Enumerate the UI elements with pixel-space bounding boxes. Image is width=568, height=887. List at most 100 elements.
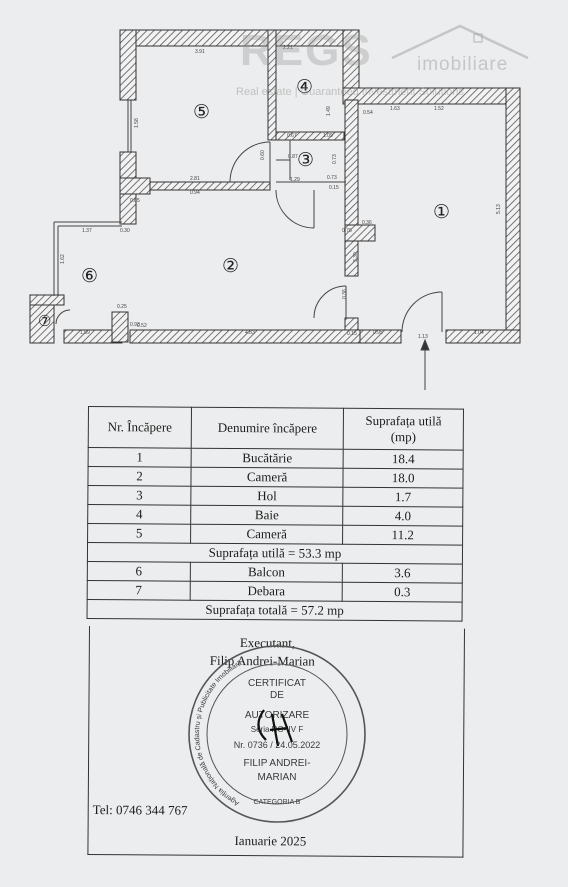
room-number: 4 bbox=[87, 504, 191, 525]
dim-label: 1.04 bbox=[474, 330, 484, 336]
brand-suffix: imobiliare bbox=[417, 54, 509, 75]
table-row: 4 Baie 4.0 bbox=[87, 504, 463, 527]
room-number: 7 bbox=[87, 580, 191, 601]
executant-phone: Tel: 0746 344 767 bbox=[92, 802, 188, 818]
room-label-7: ⑦ bbox=[38, 313, 51, 330]
stamp-line: FILIP ANDREI- bbox=[243, 758, 310, 769]
dim-label: 3.91 bbox=[195, 49, 205, 55]
room-label-4: ④ bbox=[296, 77, 313, 98]
useful-area-subtotal: Suprafața utilă = 53.3 mp bbox=[87, 542, 463, 565]
room-number: 2 bbox=[87, 466, 192, 487]
room-label-5: ⑤ bbox=[193, 102, 210, 123]
room-name: Cameră bbox=[190, 524, 343, 545]
room-number: 3 bbox=[87, 485, 191, 506]
dim-label: 1.09 bbox=[323, 133, 333, 139]
dim-label: 1.59 bbox=[80, 330, 90, 336]
room-name: Hol bbox=[190, 486, 344, 507]
header-room-name: Denumire încăpere bbox=[191, 407, 344, 450]
dim-label: 0.93 bbox=[130, 322, 140, 328]
signature-icon bbox=[257, 709, 294, 747]
dim-label: 0.94 bbox=[190, 190, 200, 196]
walls bbox=[29, 29, 521, 344]
total-area: Suprafața totală = 57.2 mp bbox=[87, 599, 463, 622]
dim-label: 0.67 bbox=[287, 133, 297, 139]
dim-label: 1.29 bbox=[290, 177, 300, 183]
dim-label: 0.30 bbox=[120, 228, 130, 234]
header-area-label: Suprafața utilă bbox=[365, 412, 442, 429]
room-labels: ① ② ③ ④ ⑤ ⑥ ⑦ bbox=[38, 77, 450, 330]
dim-label: 0.73 bbox=[332, 154, 338, 164]
room-area: 0.3 bbox=[342, 582, 463, 603]
stamp-line: CERTIFICAT bbox=[248, 678, 306, 689]
brand-tagline: Real estate | Guaranteed Investment Solu… bbox=[236, 86, 464, 98]
stamp-line: DE bbox=[270, 690, 284, 701]
dim-label: 5.13 bbox=[496, 204, 502, 214]
room-name: Debara bbox=[190, 581, 343, 602]
room-label-2: ② bbox=[222, 256, 239, 277]
table-row: 5 Cameră 11.2 bbox=[87, 523, 463, 546]
dim-label: 0.15 bbox=[347, 331, 357, 337]
room-name: Bucătărie bbox=[191, 448, 344, 469]
dim-label: 1.62 bbox=[60, 254, 66, 264]
dim-label: 1.37 bbox=[82, 228, 92, 234]
house-roof-icon bbox=[391, 24, 529, 60]
dim-label: 0.87 bbox=[288, 154, 298, 160]
header-area: Suprafața utilă (mp) bbox=[343, 408, 464, 451]
dim-label: 4.83 bbox=[245, 330, 255, 336]
dim-label: 0.25 bbox=[117, 304, 127, 310]
dim-label: 3.30 bbox=[353, 252, 359, 262]
table-header-row: Nr. Încăpere Denumire încăpere Suprafața… bbox=[88, 406, 464, 451]
floor-plan-drawing: ① ② ③ ④ ⑤ ⑥ ⑦ 3.91 1.58 2.21 0.67 1.49 1… bbox=[29, 29, 521, 390]
room-label-6: ⑥ bbox=[81, 266, 98, 287]
room-label-1: ① bbox=[433, 202, 450, 223]
room-area: 18.4 bbox=[343, 449, 464, 470]
dim-label: 0.60 bbox=[260, 150, 266, 160]
room-area: 4.0 bbox=[342, 506, 463, 527]
dim-label: 0.95 bbox=[373, 330, 383, 336]
dim-label: 0.76 bbox=[342, 228, 352, 234]
dim-label: 0.36 bbox=[362, 220, 372, 226]
dim-label: 0.85 bbox=[130, 198, 140, 204]
dim-label: 2.81 bbox=[190, 176, 200, 182]
room-label-3: ③ bbox=[297, 150, 314, 171]
table-row: 1 Bucătărie 18.4 bbox=[88, 447, 464, 470]
table-row: 2 Cameră 18.0 bbox=[87, 466, 464, 489]
room-areas-table: Nr. Încăpere Denumire încăpere Suprafața… bbox=[87, 406, 464, 622]
table-row: 3 Hol 1.7 bbox=[87, 485, 463, 508]
stamp-line: CATEGORIA B bbox=[254, 799, 301, 806]
room-number: 1 bbox=[88, 447, 192, 468]
room-area: 11.2 bbox=[342, 525, 463, 546]
dim-label: 1.49 bbox=[326, 106, 332, 116]
stamp-line: AUTORIZARE bbox=[245, 710, 310, 721]
room-area: 3.6 bbox=[342, 563, 463, 584]
document-date: Ianuarie 2025 bbox=[234, 833, 307, 849]
stamp-ring-path: Agenția Națională de Cadastru și Publici… bbox=[194, 660, 243, 807]
dimension-labels: 3.91 1.58 2.21 0.67 1.49 1.09 0.87 0.60 … bbox=[60, 45, 502, 340]
dim-label: 1.13 bbox=[418, 334, 428, 340]
dim-label: 0.73 bbox=[327, 175, 337, 181]
room-number: 5 bbox=[87, 523, 191, 544]
room-area: 1.7 bbox=[343, 487, 463, 508]
room-area: 18.0 bbox=[343, 468, 464, 489]
dim-label: 1.52 bbox=[434, 106, 444, 112]
stamp-line: MARIAN bbox=[258, 772, 297, 783]
brand-watermark: REGS imobiliare Real estate | Guaranteed… bbox=[232, 22, 562, 112]
dim-label: 2.21 bbox=[283, 45, 293, 51]
header-room-number: Nr. Încăpere bbox=[88, 406, 192, 449]
table-row: 7 Debara 0.3 bbox=[87, 580, 463, 603]
stamp-ring-text: Agenția Națională de Cadastru și Publici… bbox=[194, 660, 243, 807]
table-row: 6 Balcon 3.6 bbox=[87, 561, 463, 584]
subtotal-row: Suprafața utilă = 53.3 mp bbox=[87, 542, 463, 565]
brand-name: REGS bbox=[240, 26, 373, 75]
dim-label: 1.63 bbox=[390, 106, 400, 112]
room-name: Cameră bbox=[190, 467, 344, 488]
dim-label: 0.36 bbox=[342, 289, 348, 299]
header-area-unit: (mp) bbox=[390, 429, 417, 445]
room-number: 6 bbox=[87, 561, 191, 582]
dim-label: 0.54 bbox=[363, 110, 373, 116]
dim-label: 0.52 bbox=[137, 323, 147, 329]
plan-lines bbox=[53, 100, 443, 390]
dim-label: 1.58 bbox=[134, 118, 140, 128]
total-row: Suprafața totală = 57.2 mp bbox=[87, 599, 463, 622]
